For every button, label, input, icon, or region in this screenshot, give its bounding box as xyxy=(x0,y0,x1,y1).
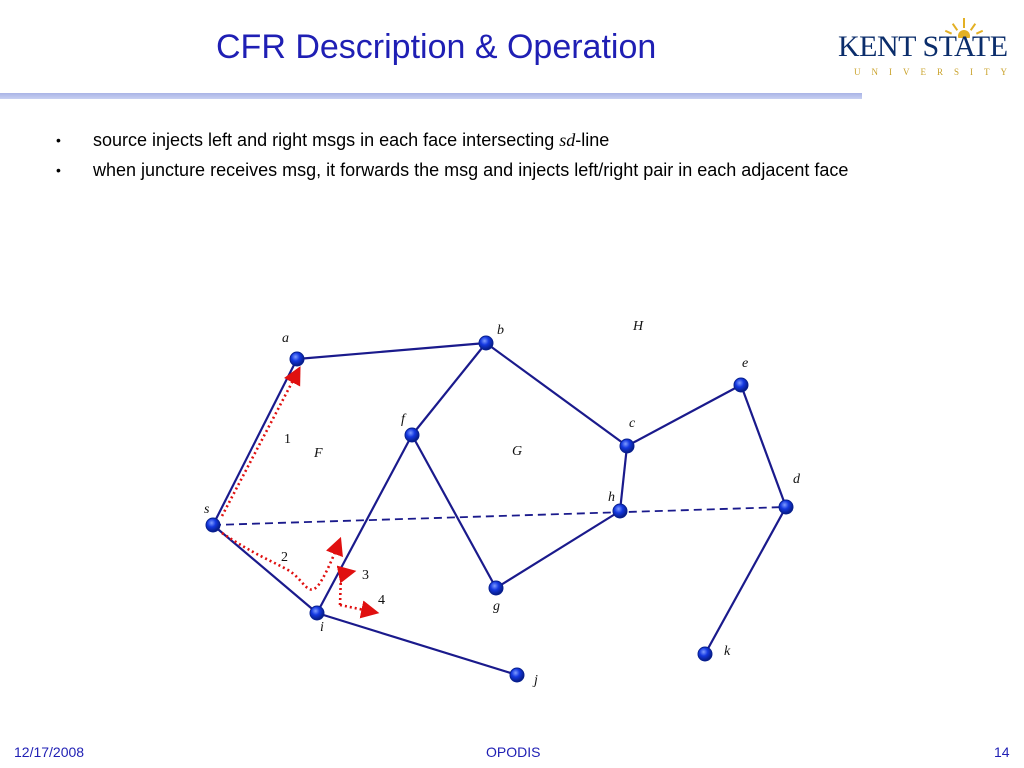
logo-subtitle: UNIVERSITY xyxy=(854,67,1018,77)
node-label-b: b xyxy=(497,323,504,338)
face-label-F: F xyxy=(313,446,323,461)
sd-line-layer xyxy=(212,506,787,526)
node-label-h: h xyxy=(608,490,615,505)
node-i xyxy=(309,605,325,621)
node-d xyxy=(778,499,794,515)
node-label-a: a xyxy=(282,331,289,346)
node-label-i: i xyxy=(320,620,324,635)
edge-b-c xyxy=(485,342,628,447)
bullet-list: • source injects left and right msgs in … xyxy=(56,126,956,186)
bullet-text-suffix: -line xyxy=(575,130,610,150)
face-label-H: H xyxy=(632,319,644,334)
node-s xyxy=(205,517,221,533)
bullet-item: • when juncture receives msg, it forward… xyxy=(56,156,956,184)
edge-c-e xyxy=(626,384,742,447)
edge-i-j xyxy=(316,611,518,677)
node-label-k: k xyxy=(724,644,731,659)
sd-line xyxy=(212,506,787,526)
edge-f-i xyxy=(316,434,413,614)
kent-state-logo: KENT STATE UNIVERSITY xyxy=(838,14,1008,77)
node-label-c: c xyxy=(629,416,636,431)
bullet-text-emphasis: sd xyxy=(559,130,576,150)
nodes-layer xyxy=(205,335,794,683)
footer-conference: OPODIS xyxy=(486,744,541,760)
message-label-1: 1 xyxy=(284,432,291,447)
edge-d-k xyxy=(704,506,787,655)
bullet-text: when juncture receives msg, it forwards … xyxy=(93,160,849,180)
edge-f-g xyxy=(411,434,497,589)
node-label-f: f xyxy=(401,412,407,427)
edge-a-b xyxy=(296,341,487,361)
footer-page-number: 14 xyxy=(994,744,1010,760)
slide-title: CFR Description & Operation xyxy=(216,28,657,66)
message-path-4 xyxy=(339,600,380,619)
face-label-G: G xyxy=(512,444,522,459)
node-a xyxy=(289,351,305,367)
message-label-2: 2 xyxy=(281,550,288,565)
message-path-3 xyxy=(336,565,357,606)
node-c xyxy=(619,438,635,454)
node-label-j: j xyxy=(532,673,538,688)
edge-h-g xyxy=(495,510,621,589)
message-label-4: 4 xyxy=(378,593,385,608)
message-path-1 xyxy=(220,366,301,517)
node-f xyxy=(404,427,420,443)
node-b xyxy=(478,335,494,351)
edge-s-i xyxy=(212,524,318,614)
node-h xyxy=(612,503,628,519)
node-g xyxy=(488,580,504,596)
node-label-s: s xyxy=(204,502,210,517)
edge-c-h xyxy=(618,445,629,512)
node-e xyxy=(733,377,749,393)
bullet-text-prefix: source injects left and right msgs in ea… xyxy=(93,130,560,150)
sunburst-icon xyxy=(944,18,984,38)
edge-b-f xyxy=(411,342,487,436)
node-label-d: d xyxy=(793,472,801,487)
bullet-item: • source injects left and right msgs in … xyxy=(56,126,956,154)
footer-date: 12/17/2008 xyxy=(14,744,85,760)
node-label-g: g xyxy=(493,599,500,614)
bullet-dot-icon: • xyxy=(56,132,61,148)
edge-s-a xyxy=(212,358,298,526)
message-label-3: 3 xyxy=(362,568,369,583)
title-rule xyxy=(0,93,862,99)
node-j xyxy=(509,667,525,683)
logo-wordmark: KENT STATE xyxy=(838,30,1008,63)
node-k xyxy=(697,646,713,662)
edge-e-d xyxy=(739,384,788,508)
node-label-e: e xyxy=(742,356,748,371)
bullet-dot-icon: • xyxy=(56,162,61,178)
message-paths-layer xyxy=(220,366,380,619)
labels-layer: a b c d e f g h i j k s F G H 1 2 34 xyxy=(204,319,801,688)
